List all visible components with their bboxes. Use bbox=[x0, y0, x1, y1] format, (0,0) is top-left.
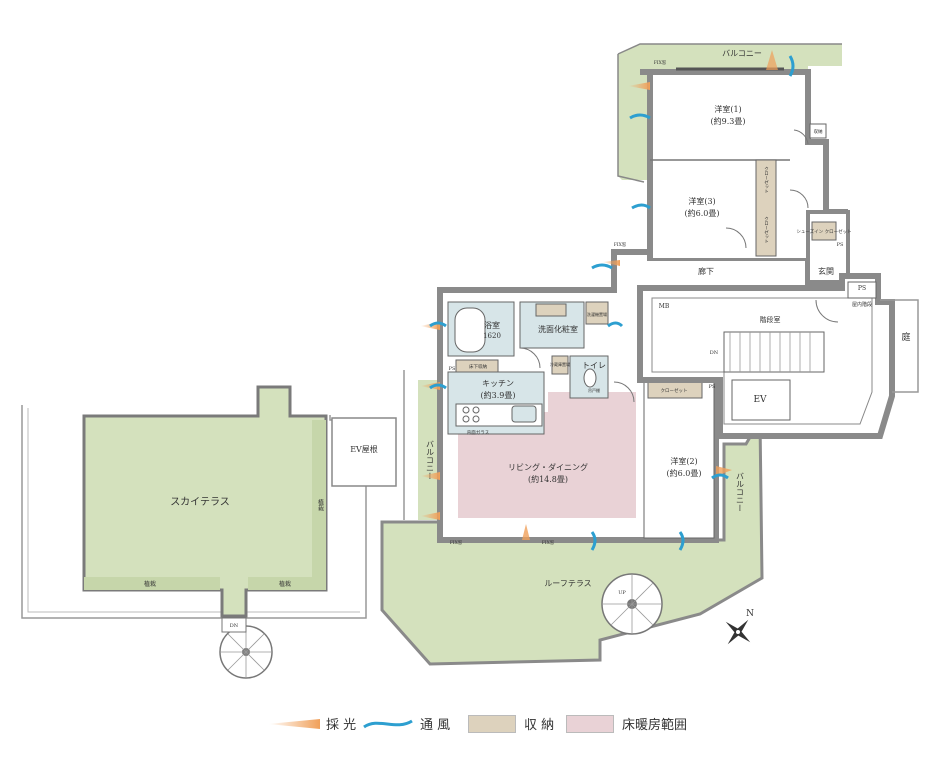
planting-label-right: 植栽 bbox=[317, 498, 324, 511]
western3-size: (約6.0畳) bbox=[685, 208, 720, 218]
light-arrow-icon bbox=[268, 718, 320, 729]
legend-light: 採 光 bbox=[268, 714, 356, 733]
top-balcony-label: バルコニー bbox=[722, 49, 762, 58]
ps-label-2: PS bbox=[858, 285, 866, 292]
dn-label-sky: DN bbox=[230, 623, 239, 629]
western1-size: (約9.3畳) bbox=[711, 116, 746, 126]
storage-swatch bbox=[468, 714, 516, 733]
legend-wind: 通 風 bbox=[362, 714, 450, 733]
bath-size: 1620 bbox=[483, 332, 501, 340]
wind-arrows bbox=[429, 55, 795, 551]
compass-icon bbox=[725, 619, 751, 645]
floor-heating-swatch bbox=[566, 714, 614, 733]
legend: 採 光 通 風 収 納 床暖房範囲 bbox=[0, 708, 941, 738]
legend-floor-heating: 床暖房範囲 bbox=[566, 714, 687, 733]
right-balcony-label: バルコニー bbox=[736, 472, 745, 512]
ev-roof-area bbox=[331, 417, 397, 487]
legend-storage-label: 収 納 bbox=[524, 718, 555, 733]
sky-terrace-label: スカイテラス bbox=[170, 496, 230, 508]
storage-label: 収納 bbox=[814, 128, 823, 135]
living-name: リビング・ダイニング bbox=[508, 462, 588, 472]
shoes-closet-label: シューズイン クローゼット bbox=[796, 228, 851, 235]
floor-storage-label: 床下収納 bbox=[469, 363, 487, 370]
washer-label: 洗濯機置場 bbox=[587, 311, 607, 317]
toilet-shelf-label: 吊戸棚 bbox=[588, 387, 600, 393]
stair-ev-block bbox=[637, 273, 919, 439]
stair-room-label: 階段室 bbox=[760, 315, 781, 324]
planting-label-bottom-left: 植栽 bbox=[144, 580, 156, 588]
indoor-stairs-label: 屋内階段 bbox=[852, 301, 872, 308]
left-balcony-label: バルコニー bbox=[426, 440, 435, 480]
legend-storage: 収 納 bbox=[468, 714, 554, 733]
hall-label: 廊下 bbox=[698, 266, 714, 276]
ev-roof-label: EV屋根 bbox=[350, 444, 378, 454]
sink-glass-label: 背面ガラス bbox=[467, 429, 490, 436]
sky-terrace-area bbox=[21, 385, 367, 679]
ev-label: EV bbox=[753, 395, 767, 405]
western3-name: 洋室(3) bbox=[688, 196, 715, 206]
western2-name: 洋室(2) bbox=[670, 456, 697, 466]
ps-label-4: PS bbox=[709, 384, 716, 390]
western2-size: (約6.0畳) bbox=[667, 468, 702, 478]
washroom-label: 洗面化粧室 bbox=[538, 324, 578, 334]
roof-terrace-label: ルーフテラス bbox=[544, 579, 591, 588]
wind-arrow-icon bbox=[363, 719, 413, 728]
closet2-label: クローゼット bbox=[764, 216, 769, 244]
kitchen-size: (約3.9畳) bbox=[481, 390, 516, 400]
dn-label-stair: DN bbox=[710, 350, 719, 356]
fix-window-label-1: FIX窓 bbox=[654, 59, 667, 66]
closet1-label: クローゼット bbox=[764, 166, 769, 194]
mb-label: MB bbox=[659, 303, 670, 310]
up-label: UP bbox=[618, 590, 626, 596]
fridge-label: 冷蔵庫置場 bbox=[550, 361, 570, 367]
legend-floor-heating-label: 床暖房範囲 bbox=[622, 718, 688, 733]
compass-n-label: N bbox=[746, 609, 754, 619]
planting-label-bottom-right: 植栽 bbox=[279, 580, 291, 588]
fix-window-label-4: FIX窓 bbox=[542, 539, 555, 546]
upper-block bbox=[617, 43, 880, 284]
fix-window-label-3: FIX窓 bbox=[450, 539, 463, 546]
garden-label: 庭 bbox=[901, 331, 910, 343]
legend-wind-label: 通 風 bbox=[420, 718, 451, 733]
door-swings bbox=[519, 129, 839, 403]
ps-label-3: PS bbox=[449, 366, 456, 372]
ps-label-1: PS bbox=[837, 242, 844, 248]
entrance-label: 玄関 bbox=[818, 266, 834, 276]
legend-light-label: 採 光 bbox=[326, 718, 357, 733]
bath-name: 浴室 bbox=[484, 320, 500, 330]
fix-window-label-2: FIX窓 bbox=[614, 241, 627, 248]
kitchen-name: キッチン bbox=[482, 379, 514, 388]
interior-floor bbox=[437, 249, 845, 543]
closet3-label: クローゼット bbox=[661, 387, 688, 394]
western1-name: 洋室(1) bbox=[714, 104, 741, 114]
toilet-label: トイレ bbox=[582, 361, 606, 370]
living-size: (約14.8畳) bbox=[528, 474, 568, 484]
